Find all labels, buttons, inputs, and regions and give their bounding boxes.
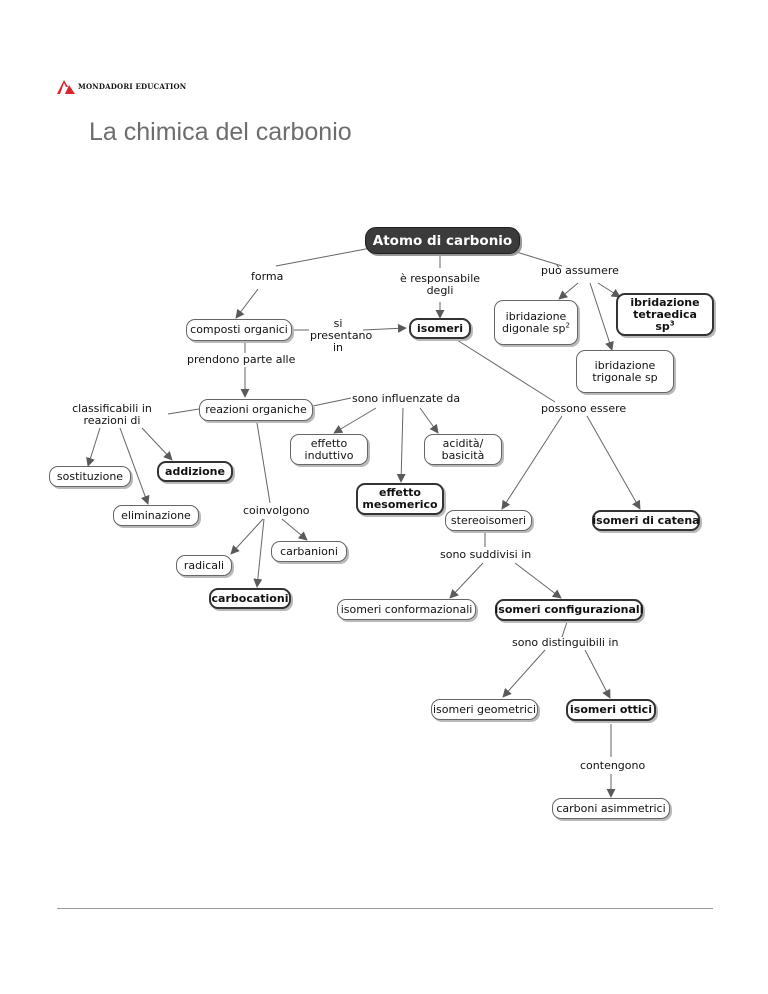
connector-influenzate-induttivo xyxy=(333,407,377,434)
connector-root-forma xyxy=(275,247,372,267)
link-presentano: si presentano in xyxy=(310,317,373,354)
node-carbanioni: carbanioni xyxy=(271,541,347,562)
connector-presentano-isomeri xyxy=(362,323,407,333)
connector-classificabili-eliminazione xyxy=(119,427,150,505)
node-tetraedica-label: ibridazione tetraedica sp3 xyxy=(622,295,708,333)
connector-reazioni-classificabili xyxy=(167,408,200,415)
connector-influenzate-mesomerico xyxy=(396,407,406,483)
node-digonale-label: ibridazione digonale sp2 xyxy=(499,309,573,335)
node-induttivo-label: effetto induttivo xyxy=(304,436,354,462)
node-eliminazione-label: eliminazione xyxy=(121,508,191,522)
link-assumere: può assumere xyxy=(541,264,619,277)
node-atomo-label: Atomo di carbonio xyxy=(372,232,513,249)
node-acidita-basicita: acidità/ basicità xyxy=(424,434,502,465)
node-stereoisomeri: stereoisomeri xyxy=(445,510,532,531)
link-possono: possono essere xyxy=(541,402,627,415)
connector-suddivisi-conformazionali xyxy=(449,562,484,599)
node-tetraedica-exponent: 3 xyxy=(669,318,675,327)
connector-assumere-digonale xyxy=(558,282,579,300)
node-asimmetrici-label: carboni asimmetrici xyxy=(556,801,666,815)
connector-possono-stereoisomeri xyxy=(501,415,563,510)
node-carbocationi-label: carbocationi xyxy=(211,591,289,605)
page-title: La chimica del carbonio xyxy=(89,118,352,146)
connector-possono-catena xyxy=(586,415,641,510)
node-configurazionali-label: isomeri configurazionali xyxy=(494,603,644,616)
footer-rule xyxy=(57,908,713,909)
node-digonale-text: ibridazione digonale sp xyxy=(502,309,567,335)
node-radicali-label: radicali xyxy=(183,558,225,572)
node-addizione-label: addizione xyxy=(165,464,225,478)
link-suddivisi: sono suddivisi in xyxy=(440,548,532,561)
connector-forma-composti xyxy=(235,288,259,319)
node-reazioni-label: reazioni organiche xyxy=(205,403,307,416)
node-isomeri: isomeri xyxy=(409,318,471,339)
node-eliminazione: eliminazione xyxy=(113,505,199,526)
node-effetto-induttivo: effetto induttivo xyxy=(290,434,368,465)
node-digonale-exponent: 2 xyxy=(565,320,570,329)
link-influenzate: sono influenzate da xyxy=(352,392,461,405)
node-reazioni-organiche: reazioni organiche xyxy=(199,399,313,421)
node-trigonale-label: ibridazione trigonale sp xyxy=(592,358,658,384)
node-stereoisomeri-label: stereoisomeri xyxy=(450,513,527,527)
node-acidita-label: acidità/ basicità xyxy=(441,436,485,462)
node-radicali: radicali xyxy=(176,555,232,576)
connector-distinguibili-geometrici xyxy=(502,649,546,698)
node-isomeri-ottici: isomeri ottici xyxy=(566,699,656,721)
node-tetraedica-text: ibridazione tetraedica sp xyxy=(630,295,700,333)
node-sostituzione: sostituzione xyxy=(49,466,131,487)
node-geometrici-label: isomeri geometrici xyxy=(432,702,537,716)
publisher-name: MONDADORI EDUCATION xyxy=(78,81,187,91)
connector-classificabili-sostituzione xyxy=(86,427,101,467)
node-isomeri-configurazionali: isomeri configurazionali xyxy=(495,599,643,621)
link-responsabile: è responsabile degli xyxy=(399,272,481,297)
link-forma: forma xyxy=(251,270,284,283)
node-mesomerico-label: effetto mesomerico xyxy=(362,486,438,511)
link-contengono: contengono xyxy=(580,759,646,772)
connector-coinvolgono-radicali xyxy=(230,518,264,555)
node-isomeri-di-catena: isomeri di catena xyxy=(592,510,700,531)
node-composti-organici: composti organici xyxy=(186,319,292,341)
connector-configurazionali-distinguibili xyxy=(561,621,568,638)
node-carboni-asimmetrici: carboni asimmetrici xyxy=(552,798,670,819)
node-isomeri-geometrici: isomeri geometrici xyxy=(431,699,538,720)
node-isomeri-label: isomeri xyxy=(417,321,463,335)
connector-isomeri-possono xyxy=(456,339,556,403)
node-conformazionali-label: isomeri conformazionali xyxy=(340,602,473,616)
connector-suddivisi-configurazionali xyxy=(514,562,562,599)
node-isomeri-conformazionali: isomeri conformazionali xyxy=(337,599,476,620)
node-carbocationi: carbocationi xyxy=(209,588,291,609)
link-prendono: prendono parte alle xyxy=(187,353,296,366)
node-effetto-mesomerico: effetto mesomerico xyxy=(356,483,444,515)
node-ottici-label: isomeri ottici xyxy=(570,703,652,716)
node-ibridazione-digonale: ibridazione digonale sp2 xyxy=(494,300,578,345)
node-catena-label: isomeri di catena xyxy=(592,513,700,527)
node-sostituzione-label: sostituzione xyxy=(56,469,124,483)
connector-root-assumere xyxy=(509,249,563,267)
node-ibridazione-tetraedica: ibridazione tetraedica sp3 xyxy=(616,293,714,336)
connector-coinvolgono-carbanioni xyxy=(281,518,308,541)
connector-reazioni-coinvolgono xyxy=(256,422,271,504)
node-ibridazione-trigonale: ibridazione trigonale sp xyxy=(576,350,674,393)
node-addizione: addizione xyxy=(157,461,233,482)
link-distinguibili: sono distinguibili in xyxy=(512,636,619,649)
connector-classificabili-addizione xyxy=(141,427,173,461)
connector-assumere-tetraedica xyxy=(597,282,621,298)
connector-assumere-trigonale xyxy=(589,282,614,351)
connector-reazioni-influenzate xyxy=(312,397,352,407)
node-composti-label: composti organici xyxy=(190,323,288,336)
connector-influenzate-acidita xyxy=(419,407,439,434)
link-classificabili: classificabili in reazioni di xyxy=(72,402,152,427)
node-atomo-di-carbonio: Atomo di carbonio xyxy=(365,227,520,254)
link-coinvolgono: coinvolgono xyxy=(243,504,310,517)
node-carbanioni-label: carbanioni xyxy=(280,544,338,558)
connector-coinvolgono-carbocationi xyxy=(253,518,265,588)
publisher-logo-icon xyxy=(57,80,75,94)
connector-distinguibili-ottici xyxy=(584,649,611,699)
publisher-logo: MONDADORI EDUCATION xyxy=(57,77,186,95)
